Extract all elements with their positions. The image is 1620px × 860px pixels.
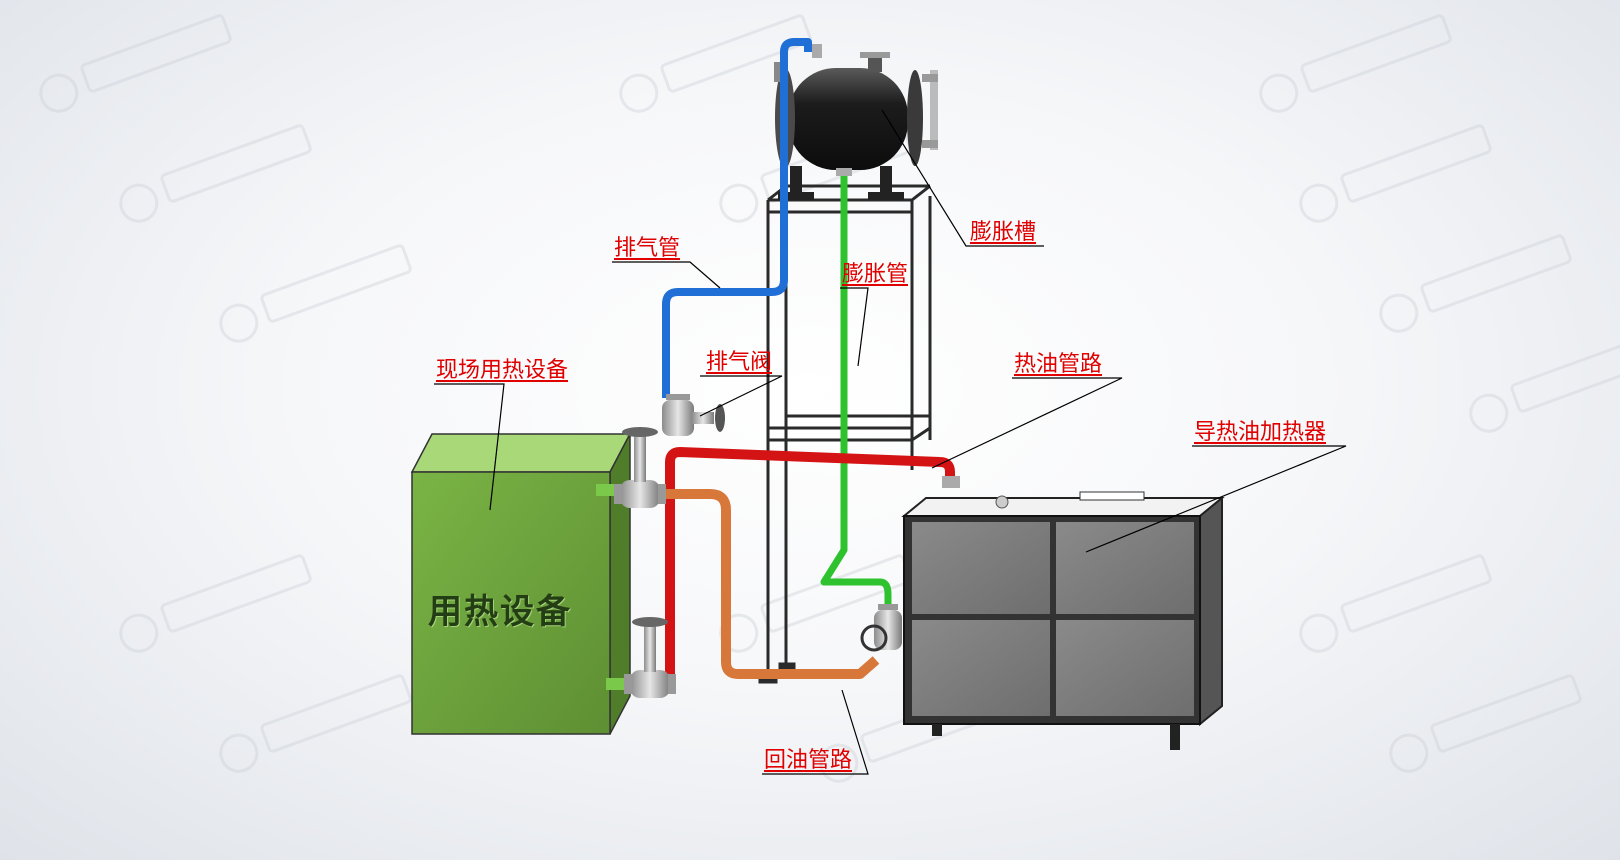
label-expansion-tank: 膨胀槽: [970, 220, 1037, 245]
label-exhaust-pipe: 排气管: [614, 236, 681, 261]
heat-equipment-box: [410, 433, 632, 735]
hot-oil-pipeline: [665, 447, 955, 682]
return-oil-pipeline: [640, 489, 880, 679]
label-hot-oil-pipeline: 热油管路: [1014, 352, 1103, 377]
leader-lines: [434, 109, 1347, 775]
gate-valve-icon: [860, 604, 902, 652]
expansion-pipe: [820, 176, 892, 610]
exhaust-valve-icon: [662, 394, 725, 436]
exhaust-pipe: [662, 38, 812, 398]
label-onsite-heat-equipment: 现场用热设备: [436, 358, 569, 383]
exhaust-flange: [812, 44, 822, 58]
equipment-inlet-pipe: [596, 484, 618, 496]
gate-valve-icon: [624, 617, 676, 698]
equipment-front-text: 用热设备: [428, 592, 572, 632]
label-expansion-pipe: 膨胀管: [842, 262, 909, 287]
heater-outlet-flange: [942, 476, 960, 488]
label-exhaust-valve: 排气阀: [706, 350, 773, 375]
label-return-oil-pipeline: 回油管路: [764, 748, 853, 773]
gate-valve-icon: [614, 427, 666, 508]
expansion-tank: [774, 52, 938, 200]
equipment-outlet-pipe: [606, 678, 628, 690]
oil-heater: [901, 491, 1225, 750]
label-oil-heater: 导热油加热器: [1194, 420, 1327, 445]
brand-logo-watermark: [39, 14, 1620, 783]
